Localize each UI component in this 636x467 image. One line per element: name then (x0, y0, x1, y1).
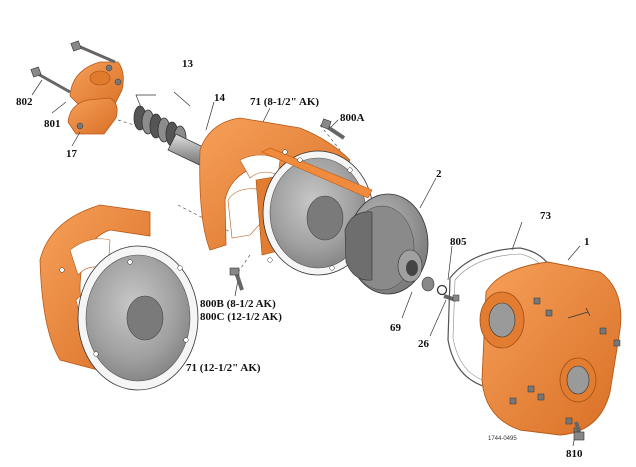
label-2: 2 (436, 168, 442, 180)
label-71-8-5: 71 (8-1/2" AK) (250, 96, 320, 108)
adapter-71-12-5 (39, 204, 244, 391)
label-802: 802 (16, 96, 33, 108)
label-800c: 800C (12-1/2 AK) (200, 311, 282, 323)
label-14: 14 (214, 92, 225, 104)
label-1: 1 (584, 236, 590, 248)
label-800b: 800B (8-1/2 AK) (200, 298, 276, 310)
label-805: 805 (450, 236, 467, 248)
shaft-clamp-17 (30, 40, 124, 135)
bolt-810 (573, 421, 585, 441)
pump-casing-1 (479, 261, 622, 436)
label-800a: 800A (340, 112, 365, 124)
label-17: 17 (66, 148, 77, 160)
label-26: 26 (418, 338, 429, 350)
label-69: 69 (390, 322, 401, 334)
label-801: 801 (44, 118, 61, 130)
label-71-12-5: 71 (12-1/2" AK) (186, 362, 261, 374)
drawing-number: 1744-0495 (488, 436, 517, 442)
label-810: 810 (566, 448, 583, 460)
impeller-2 (344, 193, 429, 295)
label-73: 73 (540, 210, 551, 222)
small-parts (421, 276, 460, 302)
adapter-71-8-5 (199, 117, 374, 276)
label-13: 13 (182, 58, 193, 70)
